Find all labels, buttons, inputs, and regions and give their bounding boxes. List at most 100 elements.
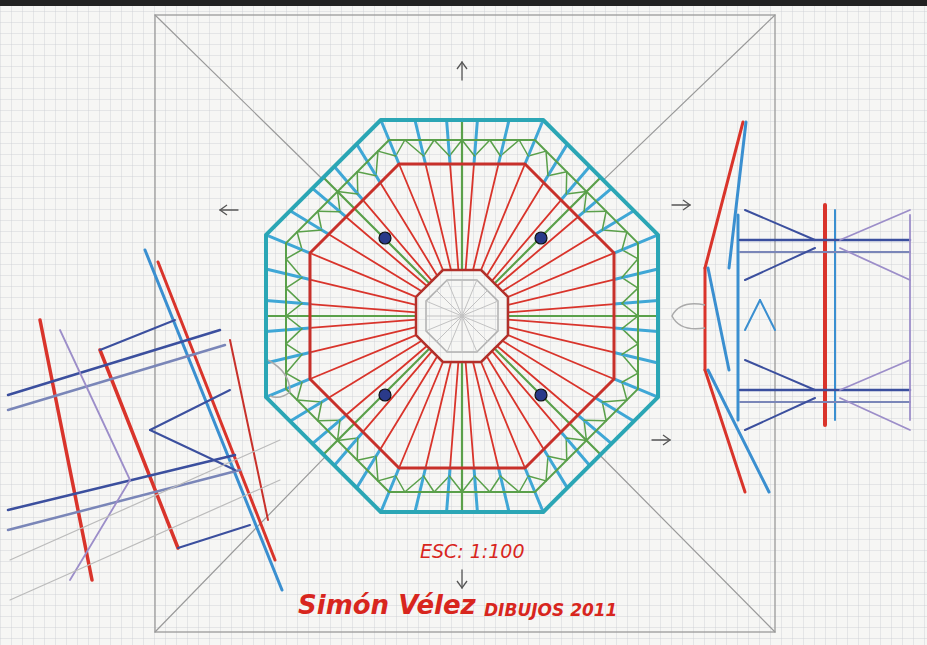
truss-brace <box>622 250 638 259</box>
beam <box>8 330 220 395</box>
rafter <box>426 362 451 468</box>
rafter <box>310 327 416 352</box>
view-arrow <box>220 209 238 210</box>
outer-rafter <box>595 398 634 422</box>
truss-brace <box>318 211 340 213</box>
view-arrow-head <box>220 205 227 215</box>
outer-rafter <box>447 468 450 512</box>
column-dot <box>535 389 547 401</box>
truss-brace <box>519 140 528 156</box>
column <box>823 205 827 425</box>
rafter <box>450 362 458 468</box>
truss-brace <box>286 278 302 289</box>
truss-brace <box>449 140 462 156</box>
strut <box>840 398 910 430</box>
truss-brace <box>286 354 302 373</box>
rafter <box>508 335 614 379</box>
strut <box>178 525 250 548</box>
truss-brace <box>297 400 322 402</box>
truss-brace <box>376 456 378 481</box>
view-arrow-head <box>457 581 467 588</box>
skylight-line <box>426 301 462 316</box>
outer-rafter <box>525 468 543 512</box>
truss-brace <box>424 140 435 156</box>
truss-brace <box>462 476 475 492</box>
truss-brace <box>546 151 548 176</box>
outer-rafter <box>290 398 329 422</box>
eave-detail <box>268 360 290 397</box>
rafter <box>508 327 614 352</box>
truss-brace <box>622 344 638 355</box>
outer-rafter <box>266 269 310 280</box>
truss-brace <box>584 419 606 421</box>
truss-brace <box>357 438 359 460</box>
truss-brace <box>490 140 501 156</box>
column <box>834 210 836 420</box>
truss-brace <box>475 476 490 492</box>
roof-slope <box>708 268 729 370</box>
outer-rafter <box>614 352 658 363</box>
ring-beam-octagon <box>310 164 614 468</box>
roof-slope <box>230 340 268 520</box>
strut <box>909 215 911 420</box>
brace <box>760 300 775 330</box>
truss-brace <box>396 140 405 156</box>
truss-brace <box>434 140 449 156</box>
roof-slope <box>704 268 707 370</box>
rafter <box>481 164 525 270</box>
main-beam <box>495 177 601 283</box>
truss-brace <box>378 151 396 156</box>
beam <box>740 389 910 392</box>
scale-note: ESC: 1:100 <box>420 540 525 562</box>
skylight-line <box>462 316 498 317</box>
truss-brace <box>297 230 322 232</box>
truss-brace <box>424 476 435 492</box>
outer-rafter <box>498 120 509 164</box>
column-dot <box>535 232 547 244</box>
hip-line <box>603 15 775 180</box>
eave-octagon <box>266 120 658 512</box>
outer-rafter <box>266 328 310 331</box>
truss-brace <box>622 303 638 316</box>
hip-line <box>600 455 775 632</box>
truss-brace <box>462 140 475 156</box>
beam <box>8 470 240 530</box>
truss-brace <box>490 476 501 492</box>
strut <box>745 398 815 430</box>
column <box>40 320 92 580</box>
truss-brace <box>546 456 548 481</box>
strut <box>840 360 910 390</box>
brace <box>745 300 760 330</box>
truss-brace <box>357 172 376 176</box>
skylight-line <box>447 316 462 352</box>
outer-rafter <box>474 120 477 164</box>
truss-brace <box>565 172 567 194</box>
view-arrow-head <box>457 62 467 69</box>
outer-rafter <box>290 211 329 235</box>
view-arrow <box>461 62 462 80</box>
right-elevation <box>672 122 910 492</box>
beam <box>740 251 910 253</box>
strut <box>745 360 815 390</box>
purlin-octagon <box>286 140 638 492</box>
rafter <box>310 253 416 297</box>
rafter <box>399 164 443 270</box>
rafter <box>399 362 443 468</box>
truss-brace <box>376 151 378 176</box>
skylight-line <box>426 316 462 317</box>
plan-group <box>155 15 775 632</box>
outer-rafter <box>381 120 399 164</box>
outer-rafter <box>415 468 426 512</box>
rafter <box>508 280 614 305</box>
beam <box>8 345 225 410</box>
roof-outline <box>155 15 775 632</box>
outer-rafter <box>614 235 658 253</box>
main-beam <box>266 315 416 317</box>
skylight-line <box>437 291 462 316</box>
strut <box>840 210 910 240</box>
outer-rafter <box>381 468 399 512</box>
outer-rafter <box>595 211 634 235</box>
main-beam <box>323 177 429 283</box>
truss-brace <box>622 232 627 250</box>
strut <box>840 248 910 280</box>
